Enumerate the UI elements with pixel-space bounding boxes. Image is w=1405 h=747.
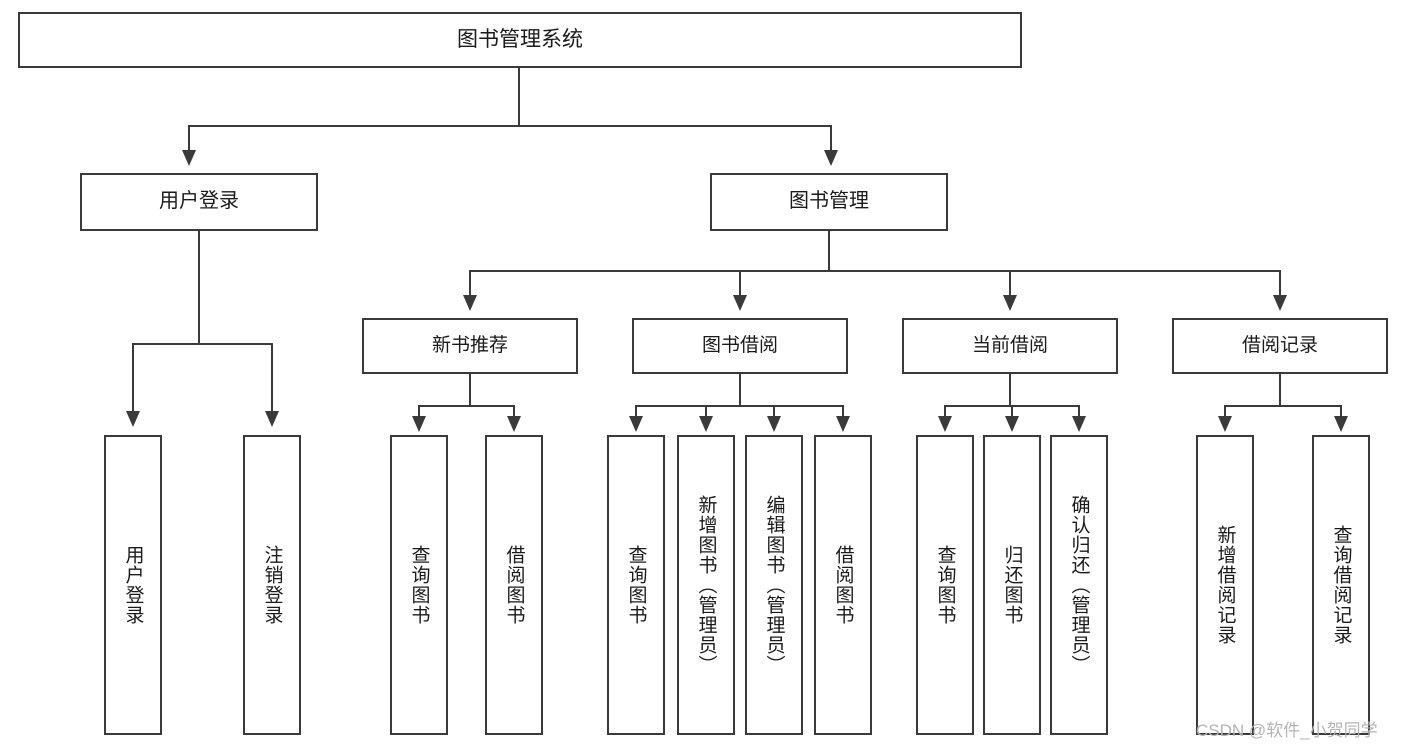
connector-cb-c3 <box>1078 405 1080 417</box>
csdn-watermark: CSDN @软件_小贺同学 <box>1196 721 1378 740</box>
connector-bm-c2-arrow <box>733 295 747 311</box>
connector-current-stem <box>1009 374 1011 405</box>
node-label-book-management: 图书管理 <box>789 190 869 213</box>
node-label-user-login-leaf: 用户登录 <box>122 545 144 625</box>
connector-bm-c1 <box>469 270 471 296</box>
node-records-query[interactable]: 查询借阅记录 <box>1312 435 1370 735</box>
node-label-borrow-edit-book: 编辑图书（管理员） <box>763 495 785 675</box>
connector-root-to-book-management <box>830 125 832 151</box>
node-recommend-borrow-book[interactable]: 借阅图书 <box>485 435 543 735</box>
node-label-records-query: 查询借阅记录 <box>1330 525 1352 645</box>
connector-bw-c1 <box>635 405 637 417</box>
connector-rc-c1 <box>1224 405 1226 417</box>
connector-root-bar <box>189 125 832 127</box>
node-label-recommend-query-book: 查询图书 <box>408 545 430 625</box>
node-user-login-leaf[interactable]: 用户登录 <box>104 435 162 735</box>
node-user-logout-leaf[interactable]: 注销登录 <box>243 435 301 735</box>
connector-bm-c2 <box>739 270 741 296</box>
node-label-new-book-recommend: 新书推荐 <box>431 334 508 356</box>
connector-root-to-user-login-arrow <box>182 150 196 166</box>
node-label-borrow-query-book: 查询图书 <box>625 545 647 625</box>
connector-bm-c4-arrow <box>1273 295 1287 311</box>
node-label-borrow-borrow-book: 借阅图书 <box>832 545 854 625</box>
node-label-current-query-book: 查询图书 <box>934 545 956 625</box>
node-label-records-add: 新增借阅记录 <box>1214 525 1236 645</box>
node-user-login[interactable]: 用户登录 <box>80 173 318 231</box>
connector-user-login-c2-arrow <box>265 411 279 427</box>
connector-user-login-stem <box>198 231 200 343</box>
connector-bw-c1-arrow <box>629 416 643 432</box>
node-label-recommend-borrow-book: 借阅图书 <box>503 545 525 625</box>
connector-bw-c3 <box>773 405 775 417</box>
connector-root-to-user-login <box>188 125 190 151</box>
connector-bw-c2-arrow <box>699 416 713 432</box>
connector-cb-c2 <box>1011 405 1013 417</box>
connector-recommend-stem <box>469 374 471 405</box>
connector-bw-c4 <box>842 405 844 417</box>
node-label-borrow-add-book: 新增图书（管理员） <box>695 495 717 675</box>
connector-root-to-book-management-arrow <box>824 150 838 166</box>
node-label-book-borrow: 图书借阅 <box>701 334 778 356</box>
node-borrow-records[interactable]: 借阅记录 <box>1172 318 1388 374</box>
connector-book-mgmt-stem <box>828 231 830 271</box>
node-records-add[interactable]: 新增借阅记录 <box>1196 435 1254 735</box>
connector-bw-c4-arrow <box>836 416 850 432</box>
connector-rec-c1 <box>418 405 420 417</box>
node-current-query-book[interactable]: 查询图书 <box>916 435 974 735</box>
connector-root-stem <box>518 68 520 125</box>
node-label-borrow-records: 借阅记录 <box>1241 334 1318 356</box>
node-root[interactable]: 图书管理系统 <box>18 12 1022 68</box>
connector-recommend-bar <box>419 405 514 407</box>
node-label-current-borrow: 当前借阅 <box>971 334 1048 356</box>
connector-borrow-bar <box>636 405 843 407</box>
node-label-current-return-book: 归还图书 <box>1001 545 1023 625</box>
node-book-management[interactable]: 图书管理 <box>710 173 948 231</box>
connector-bw-c3-arrow <box>767 416 781 432</box>
node-borrow-query-book[interactable]: 查询图书 <box>607 435 665 735</box>
connector-rec-c2 <box>513 405 515 417</box>
node-book-borrow[interactable]: 图书借阅 <box>632 318 848 374</box>
connector-user-login-bar <box>133 343 272 345</box>
node-current-confirm-return[interactable]: 确认归还（管理员） <box>1050 435 1108 735</box>
connector-records-bar <box>1225 405 1341 407</box>
connector-rc-c2-arrow <box>1334 416 1348 432</box>
node-label-user-login: 用户登录 <box>159 190 239 213</box>
node-borrow-add-book[interactable]: 新增图书（管理员） <box>677 435 735 735</box>
connector-user-login-c1 <box>132 343 134 413</box>
node-current-return-book[interactable]: 归还图书 <box>983 435 1041 735</box>
connector-borrow-stem <box>739 374 741 405</box>
connector-cb-c3-arrow <box>1072 416 1086 432</box>
connector-records-stem <box>1279 374 1281 405</box>
node-new-book-recommend[interactable]: 新书推荐 <box>362 318 578 374</box>
connector-user-login-c2 <box>271 343 273 413</box>
connector-book-mgmt-bar <box>470 270 1280 272</box>
connector-bw-c2 <box>705 405 707 417</box>
node-borrow-edit-book[interactable]: 编辑图书（管理员） <box>745 435 803 735</box>
connector-cb-c2-arrow <box>1005 416 1019 432</box>
node-current-borrow[interactable]: 当前借阅 <box>902 318 1118 374</box>
connector-bm-c1-arrow <box>463 295 477 311</box>
connector-cb-c1 <box>944 405 946 417</box>
connector-bm-c4 <box>1279 270 1281 296</box>
connector-bm-c3-arrow <box>1003 295 1017 311</box>
connector-rc-c2 <box>1340 405 1342 417</box>
node-label-current-confirm-return: 确认归还（管理员） <box>1068 495 1090 675</box>
node-recommend-query-book[interactable]: 查询图书 <box>390 435 448 735</box>
connector-bm-c3 <box>1009 270 1011 296</box>
connector-rec-c2-arrow <box>507 416 521 432</box>
node-label-root: 图书管理系统 <box>457 27 583 51</box>
node-borrow-borrow-book[interactable]: 借阅图书 <box>814 435 872 735</box>
node-label-user-logout-leaf: 注销登录 <box>261 545 283 625</box>
connector-cb-c1-arrow <box>938 416 952 432</box>
connector-rec-c1-arrow <box>412 416 426 432</box>
connector-user-login-c1-arrow <box>126 411 140 427</box>
connector-rc-c1-arrow <box>1218 416 1232 432</box>
